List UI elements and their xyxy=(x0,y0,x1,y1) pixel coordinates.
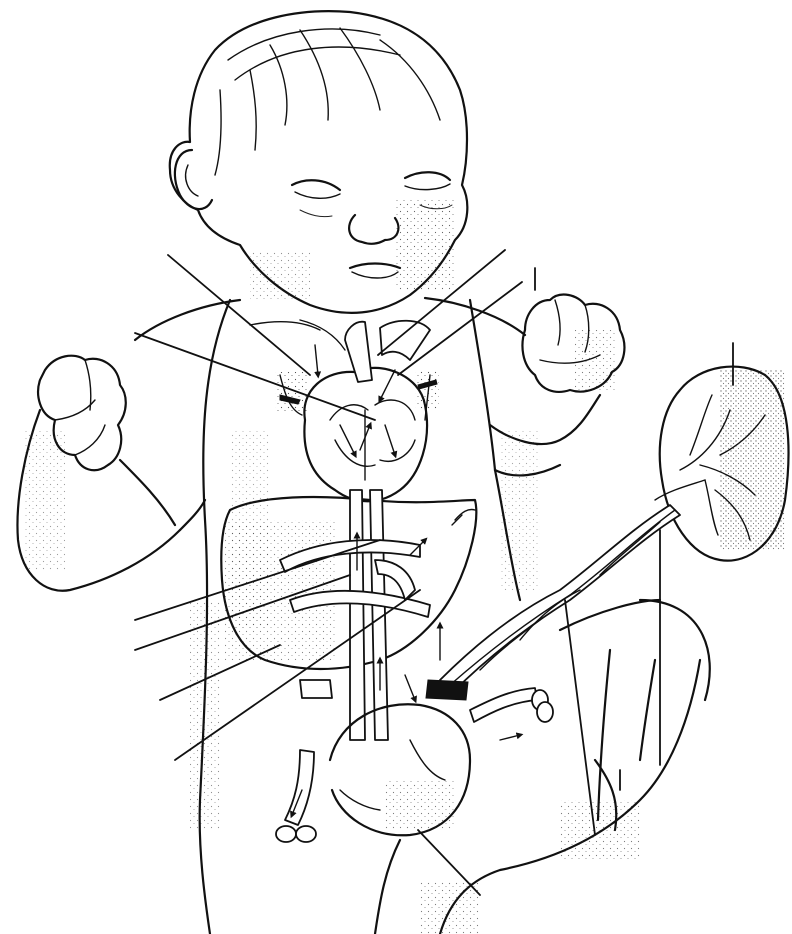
leader-line xyxy=(565,600,595,835)
heart xyxy=(304,368,427,501)
baby-head xyxy=(170,11,468,313)
liver xyxy=(221,497,476,669)
bladder-pelvis xyxy=(276,688,553,842)
leader-line xyxy=(135,333,375,420)
left-arm xyxy=(17,356,205,591)
placenta xyxy=(660,367,789,561)
